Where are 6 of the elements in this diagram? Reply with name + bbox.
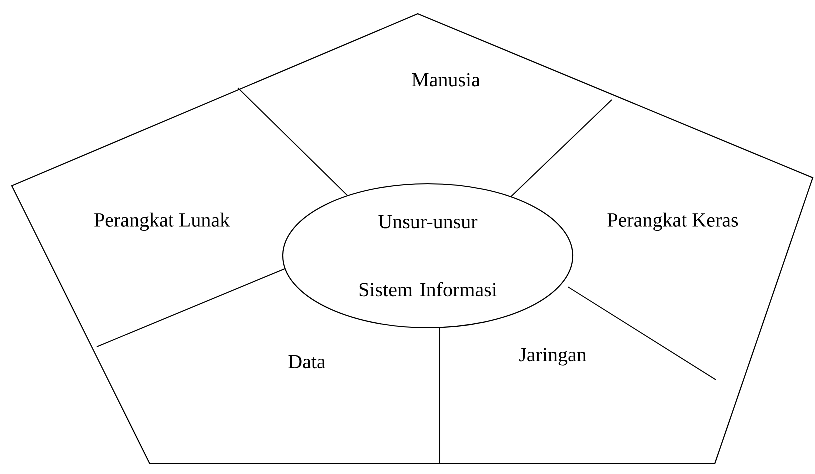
- pentagon: [11, 13, 814, 465]
- region-label: Data: [288, 355, 326, 369]
- region-label: Perangkat Keras: [608, 212, 738, 232]
- region-label: Manusia: [412, 73, 480, 87]
- region-label: Jaringan: [520, 348, 587, 366]
- region-label: Perangkat Lunak: [94, 212, 230, 232]
